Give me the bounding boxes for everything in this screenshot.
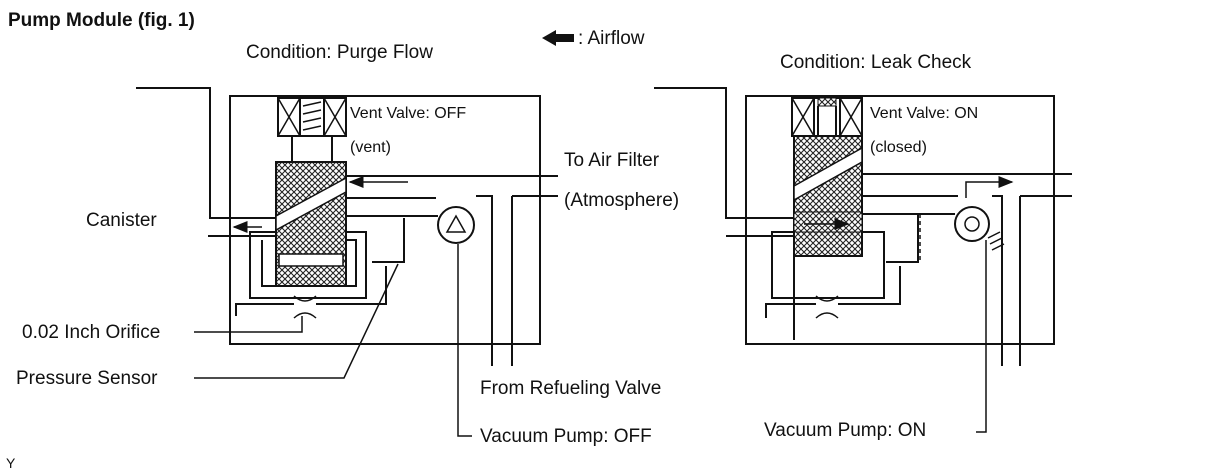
- right-condition-label: Condition: Leak Check: [780, 52, 972, 73]
- page-title: Pump Module (fig. 1): [8, 10, 195, 31]
- right-vacuum-pump-label: Vacuum Pump: ON: [764, 420, 926, 441]
- canister-label: Canister: [86, 210, 157, 231]
- left-canister-hose: [136, 87, 282, 219]
- right-vent-state-label: (closed): [870, 139, 927, 156]
- left-pump-module-housing: [229, 95, 541, 345]
- atmosphere-label: (Atmosphere): [564, 190, 679, 211]
- orifice-label: 0.02 Inch Orifice: [22, 322, 160, 343]
- airflow-arrow-icon: [542, 30, 574, 46]
- right-pump-module-housing: [745, 95, 1055, 345]
- right-vacuum-pump: [954, 206, 1005, 251]
- left-condition-label: Condition: Purge Flow: [246, 42, 433, 63]
- pressure-sensor-box: [372, 218, 405, 263]
- footer-code: Y: [6, 455, 16, 471]
- right-vent-valve-label: Vent Valve: ON: [870, 105, 978, 122]
- right-vent-valve-spool: [793, 135, 863, 257]
- refueling-valve-label: From Refueling Valve: [480, 378, 661, 399]
- right-vent-valve-solenoid: [791, 97, 863, 137]
- to-air-filter-label: To Air Filter: [564, 150, 660, 171]
- left-vacuum-pump: [437, 206, 475, 244]
- left-orifice-symbol: [235, 266, 387, 319]
- right-canister-hose: [654, 87, 794, 219]
- pressure-sensor-label: Pressure Sensor: [16, 368, 158, 389]
- leak-check-diagram: Condition: Leak Check Vent Valve: ON (cl…: [654, 52, 1072, 441]
- purge-flow-diagram: Condition: Purge Flow Vent Valve: OFF (v…: [16, 42, 679, 447]
- right-orifice-symbol: [765, 266, 901, 319]
- left-vent-valve-solenoid: [277, 97, 347, 162]
- left-vent-state-label: (vent): [350, 139, 391, 156]
- airflow-legend-label: : Airflow: [578, 28, 645, 49]
- left-vent-valve-label: Vent Valve: OFF: [350, 105, 466, 122]
- left-vacuum-pump-label: Vacuum Pump: OFF: [480, 426, 652, 447]
- left-vent-valve-spool: [275, 161, 347, 287]
